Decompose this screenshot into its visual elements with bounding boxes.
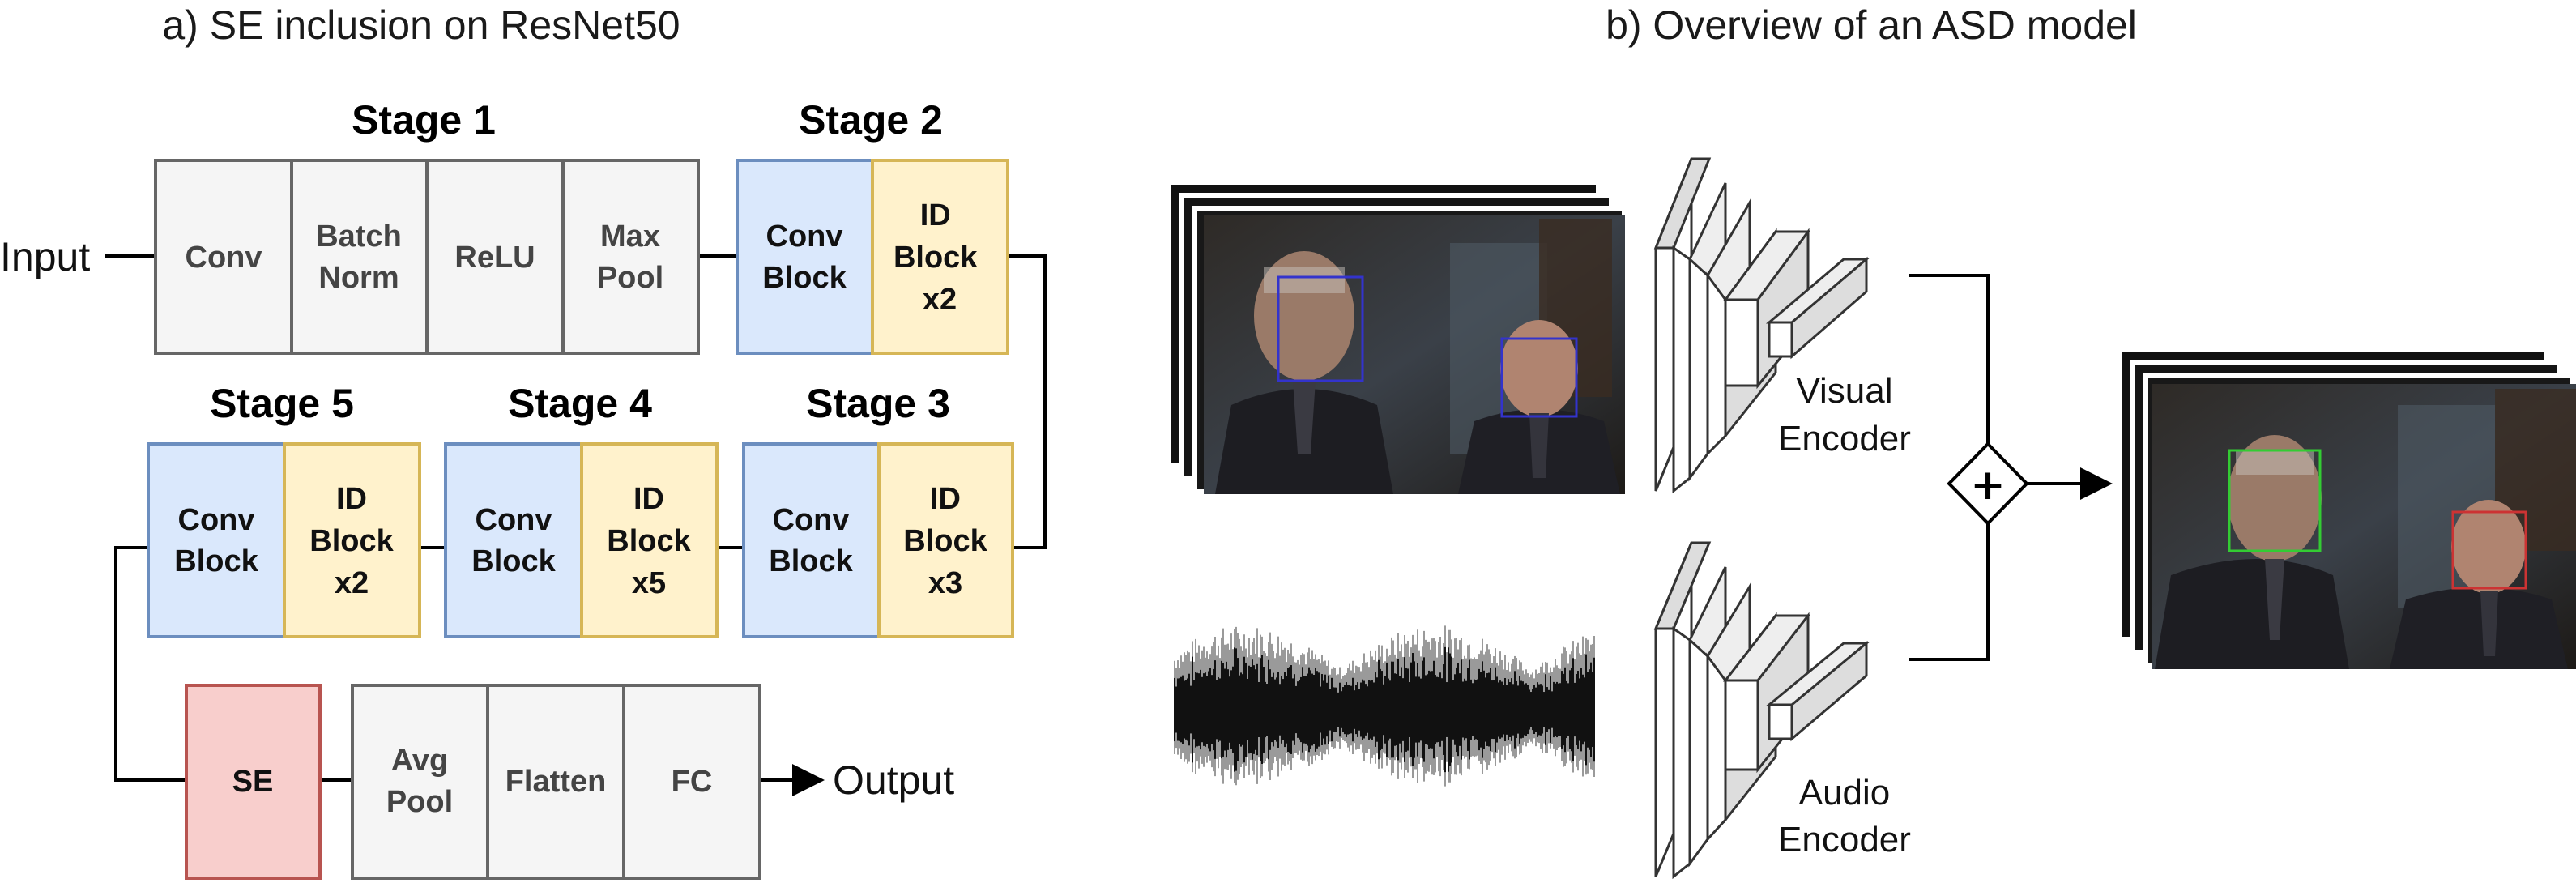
svg-text:Block: Block: [309, 524, 394, 558]
visual-encoder-icon: [1653, 157, 1870, 494]
svg-text:Block: Block: [471, 544, 556, 578]
svg-text:Norm: Norm: [318, 261, 399, 295]
avgpool-block: Avg Pool: [351, 684, 489, 880]
audio-encoder-label-line2: Encoder: [1778, 820, 1911, 860]
svg-text:ID: ID: [633, 482, 664, 516]
batchnorm-block: Batch Norm: [290, 159, 429, 355]
panel-a-connectors: [105, 254, 1047, 796]
audio-waveform: [1174, 625, 1595, 787]
relu-block: ReLU: [425, 159, 565, 355]
plus-icon: +: [1970, 461, 2006, 510]
stage-2-label: Stage 2: [799, 97, 943, 143]
svg-text:Conv: Conv: [773, 503, 850, 537]
svg-text:ID: ID: [930, 482, 961, 516]
stage-3-id-block: ID Block x3: [877, 442, 1014, 638]
stage-4-label: Stage 4: [508, 381, 652, 426]
svg-text:Max: Max: [600, 220, 660, 254]
svg-text:FC: FC: [672, 765, 713, 799]
panel-b-title: b) Overview of an ASD model: [1606, 2, 2137, 48]
face-box-blue-left: [1277, 275, 1364, 382]
input-label: Input: [0, 234, 90, 279]
stage-2-conv-block: Conv Block: [736, 159, 874, 355]
flatten-block: Flatten: [486, 684, 625, 880]
svg-text:Conv: Conv: [766, 220, 843, 254]
svg-text:Block: Block: [762, 261, 847, 295]
svg-text:ID Block x2: ID Block x2: [893, 198, 986, 317]
svg-text:ID: ID: [336, 482, 367, 516]
audio-encoder-icon: [1653, 541, 1870, 880]
input-video-frames: [1171, 185, 1625, 494]
svg-text:Batch: Batch: [316, 220, 402, 254]
svg-text:Conv: Conv: [186, 241, 262, 275]
fc-block: FC: [622, 684, 761, 880]
svg-text:Block: Block: [769, 544, 853, 578]
visual-encoder-label: Visual: [1796, 371, 1892, 411]
svg-text:Conv: Conv: [476, 503, 552, 537]
stage-4-conv-block: Conv Block: [444, 442, 583, 638]
fusion-connectors: [1909, 274, 2113, 661]
panel-a-title: a) SE inclusion on ResNet50: [162, 2, 680, 48]
svg-text:Pool: Pool: [597, 261, 663, 295]
conv-block: Conv: [154, 159, 293, 355]
svg-text:x5: x5: [632, 566, 666, 600]
svg-text:Avg: Avg: [391, 744, 448, 778]
audio-encoder-label: Audio: [1799, 773, 1891, 813]
stage-4-id-block: ID Block x5: [580, 442, 719, 638]
stage-5-conv-block: Conv Block: [147, 442, 286, 638]
output-video-frames: [2122, 352, 2576, 669]
svg-text:ReLU: ReLU: [454, 241, 535, 275]
svg-text:Block: Block: [607, 524, 691, 558]
stage-1-label: Stage 1: [352, 97, 496, 143]
stage-3-conv-block: Conv Block: [742, 442, 881, 638]
svg-text:x2: x2: [335, 566, 369, 600]
stage-5-id-block: ID Block x2: [283, 442, 421, 638]
output-label: Output: [833, 757, 954, 803]
se-block: SE: [185, 684, 322, 880]
stage-2-id-block: ID Block x2: [871, 159, 1009, 355]
svg-text:Flatten: Flatten: [505, 765, 607, 799]
maxpool-block: Max Pool: [561, 159, 700, 355]
svg-text:Block: Block: [174, 544, 258, 578]
svg-text:Conv: Conv: [178, 503, 255, 537]
svg-text:SE: SE: [232, 765, 274, 799]
visual-encoder-label-line2: Encoder: [1778, 419, 1911, 459]
face-box-green: [2228, 449, 2322, 552]
svg-text:Block: Block: [903, 524, 987, 558]
svg-text:Pool: Pool: [386, 785, 453, 819]
face-box-blue-right: [1500, 337, 1578, 418]
svg-text:x3: x3: [928, 566, 962, 600]
face-box-red: [2451, 510, 2527, 590]
stage-5-label: Stage 5: [210, 381, 354, 426]
stage-3-label: Stage 3: [806, 381, 950, 426]
fusion-node: +: [1947, 442, 2029, 526]
